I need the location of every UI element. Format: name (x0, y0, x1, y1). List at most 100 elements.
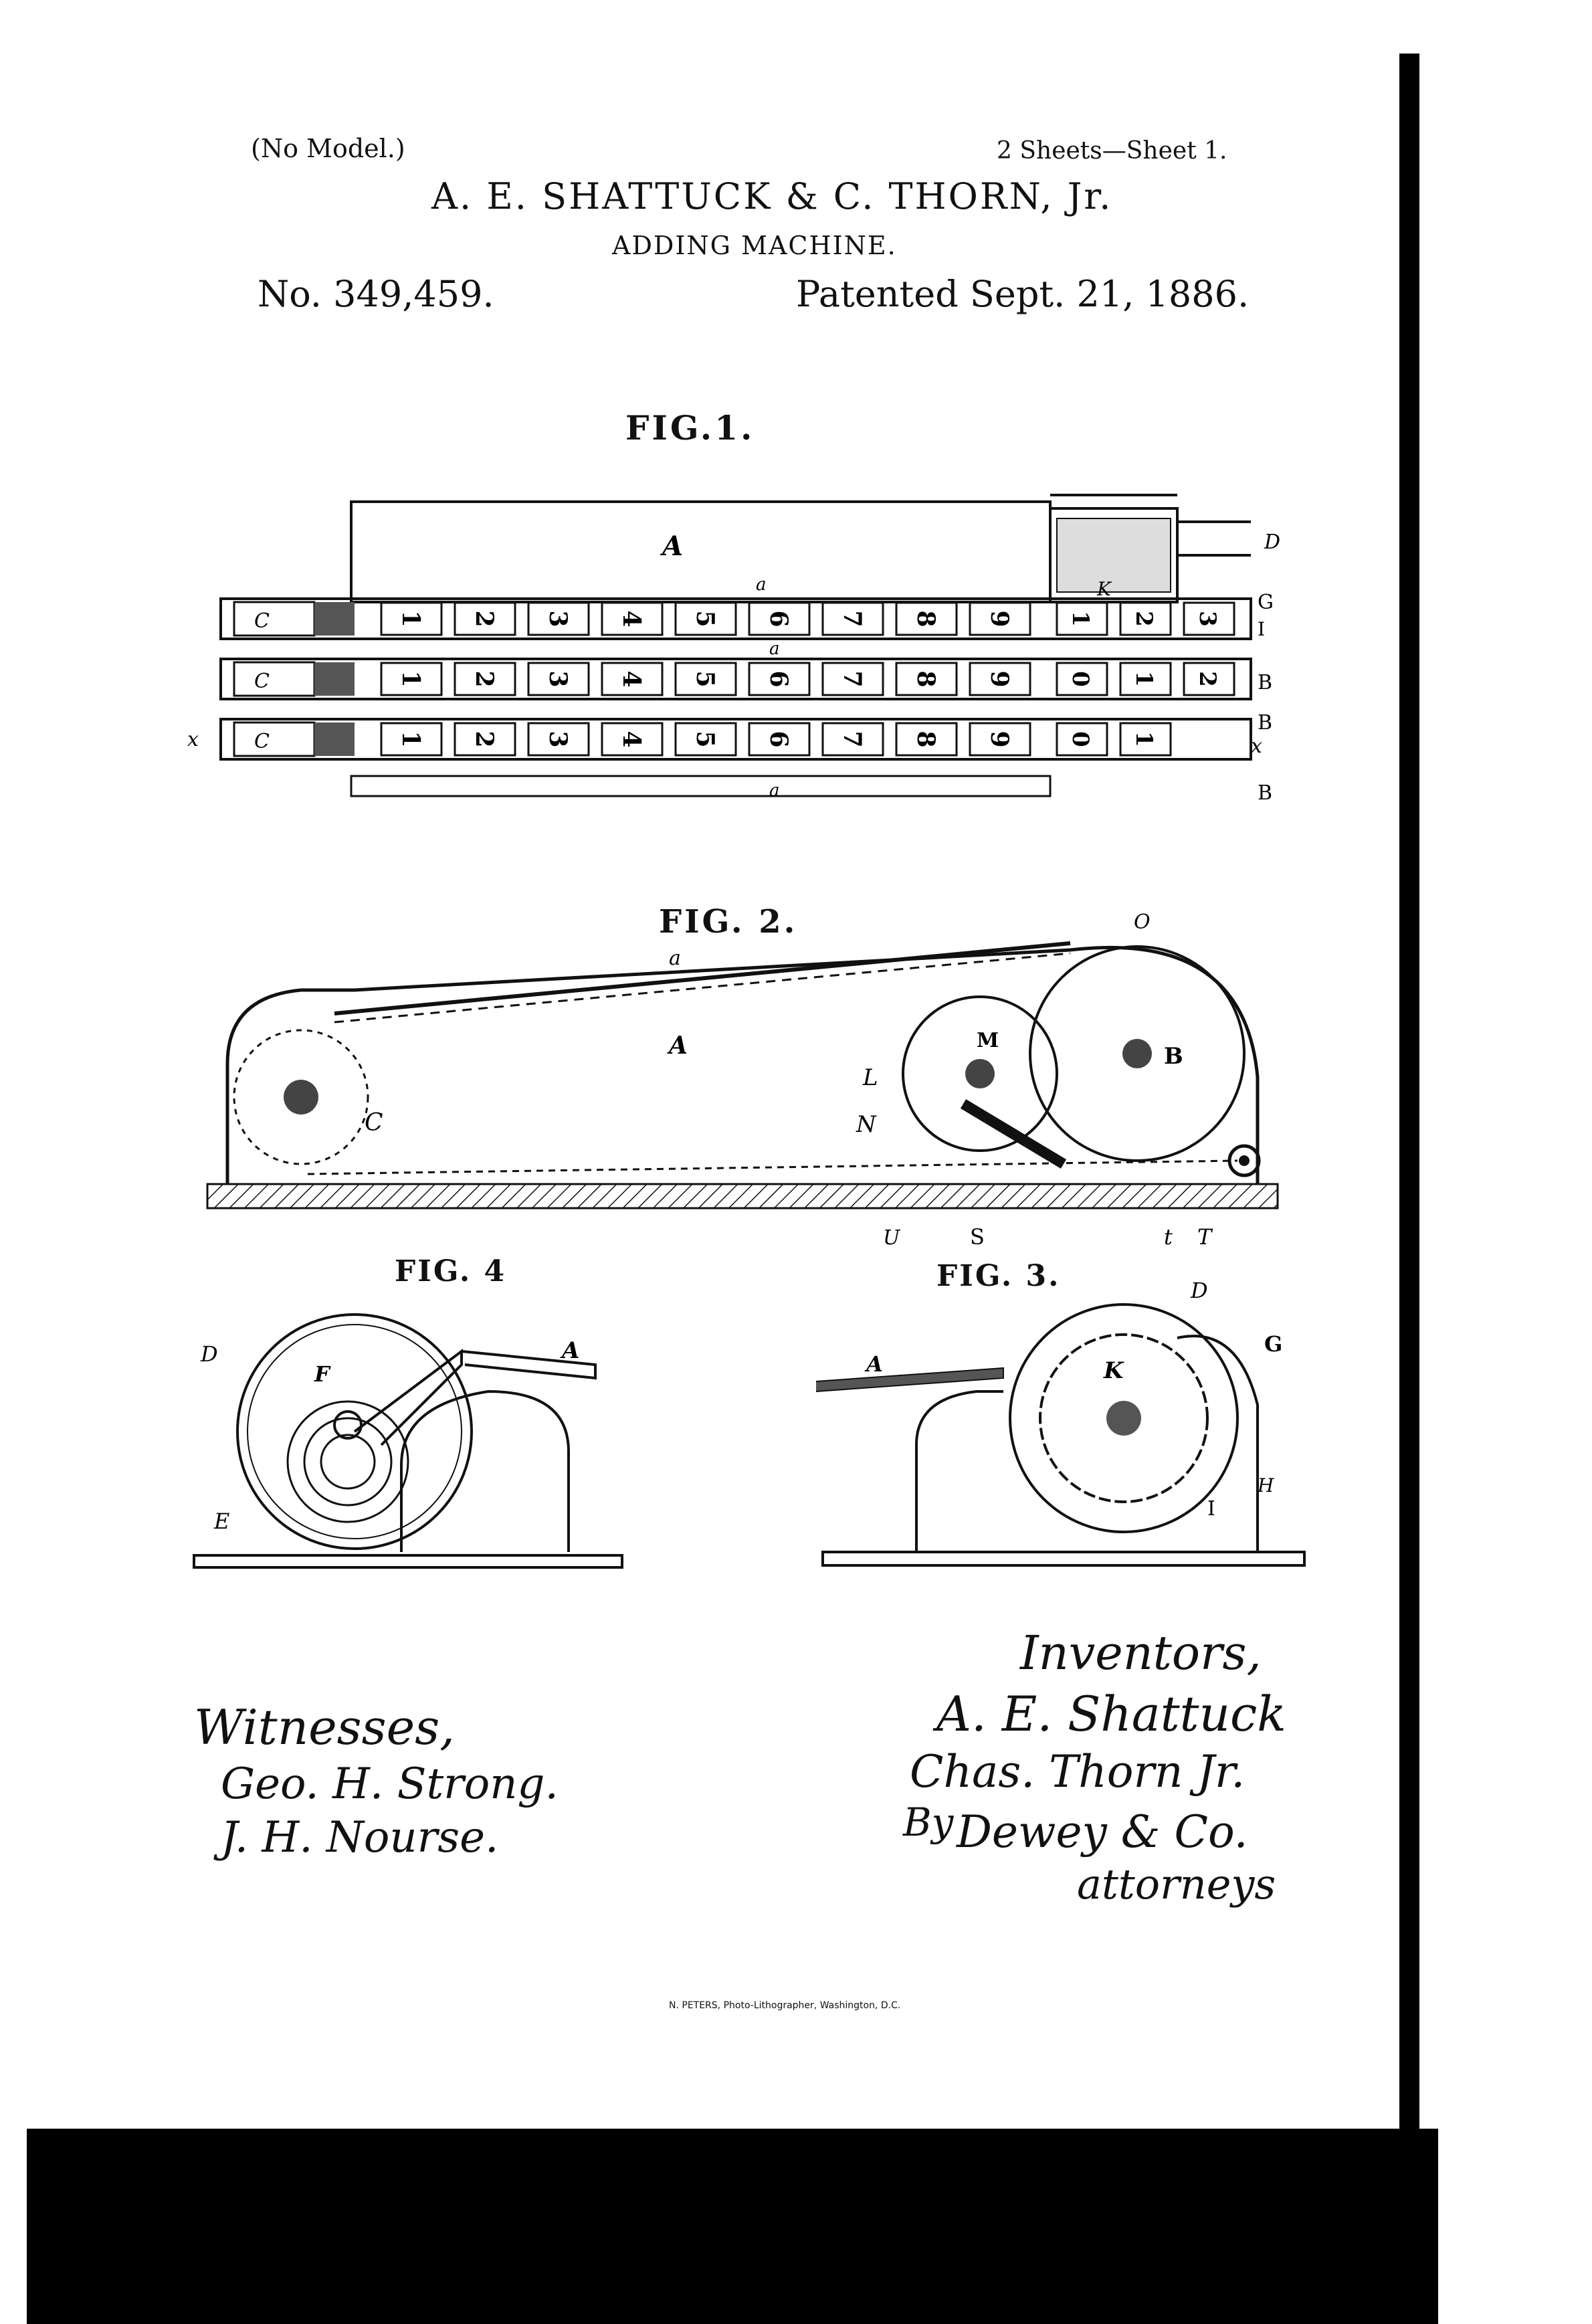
witness-2-signature: J. H. Nourse. (221, 1813, 499, 1862)
fig1-digit-cell (454, 601, 516, 636)
fig1-label-d: D (1264, 530, 1280, 554)
fig3-title: FIG. 3. (936, 1259, 1061, 1293)
fig1-digit: 9 (985, 610, 1013, 627)
fig1-wheel-cell (1119, 722, 1172, 757)
fig1-digit-cell (895, 722, 958, 757)
fig2-label-t-small: t (1164, 1224, 1173, 1250)
fig1-digit: 5 (691, 670, 719, 687)
fig1-label-c2: C (254, 670, 270, 693)
fig1-digit: 8 (912, 670, 940, 687)
fig1-digit: 9 (985, 731, 1013, 747)
fig1-wheel-cell (1056, 601, 1108, 636)
fig1-digit: 8 (912, 731, 940, 747)
fig1-label-x2: x (1251, 735, 1262, 758)
fig1-digit: 7 (838, 610, 866, 627)
fig1-digit-cell (380, 722, 443, 757)
fig1-label-b2: B (1258, 711, 1272, 735)
fig1-title: FIG.1. (625, 408, 755, 448)
fig4-label-e: E (213, 1509, 229, 1534)
fig1-digit-cell (601, 601, 664, 636)
inventor-1-signature: A. E. Shattuck (936, 1686, 1286, 1742)
fig1-digit: 7 (838, 670, 866, 687)
fig2-drawing: a A C M L N B O U S t T (206, 910, 1279, 1250)
fig1-label-k: K (1096, 578, 1112, 600)
fig1-wheel-cell (1119, 662, 1172, 696)
inventors-heading: A. E. SHATTUCK & C. THORN, Jr. (431, 175, 1113, 217)
fig3-label-k: K (1103, 1357, 1124, 1384)
fig1-digit: 6 (765, 670, 793, 687)
fig3-label-a: A (864, 1351, 883, 1377)
inventor-2-signature: Chas. Thorn Jr. (910, 1746, 1246, 1798)
sheets-note: 2 Sheets—Sheet 1. (997, 137, 1227, 165)
fig1-digit: 4 (617, 731, 645, 747)
fig1-digit: 4 (617, 670, 645, 687)
fig1-wheel-digit: 3 (1194, 611, 1221, 627)
fig1-label-i: I (1258, 618, 1265, 640)
bottom-scan-bar (27, 2129, 1438, 2324)
fig1-wheel-digit: 1 (1067, 611, 1094, 627)
fig2-label-u: U (883, 1226, 901, 1250)
fig1-label-b3: B (1258, 781, 1272, 805)
fig1-digit-cell (454, 722, 516, 757)
fig1-digit-cell (821, 722, 884, 757)
witness-1-signature: Geo. H. Strong. (221, 1759, 559, 1809)
printer-credit: N. PETERS, Photo-Lithographer, Washingto… (669, 2000, 901, 2011)
witnesses-label: Witnesses, (194, 1699, 456, 1755)
fig1-label-c1: C (254, 609, 270, 633)
fig1-digit-cell (895, 601, 958, 636)
fig1-digit-cell (969, 601, 1031, 636)
fig1-label-a-small2: a (769, 639, 780, 659)
fig1-label-x1: x (187, 728, 199, 751)
fig1-digit-cell (601, 722, 664, 757)
fig1-wheel-cell (1119, 601, 1172, 636)
fig1-digit-cell (527, 601, 590, 636)
fig1-digit: 8 (912, 610, 940, 627)
fig1-label-b1: B (1258, 671, 1272, 694)
fig1-wheel-digit: 2 (1194, 671, 1221, 687)
fig1-digit: 3 (544, 731, 572, 747)
fig1-digit: 3 (544, 670, 572, 687)
fig1-digit-cell (748, 722, 811, 757)
fig1-digit-cell (674, 722, 737, 757)
fig1-label-a-small3: a (769, 781, 780, 801)
fig1-digit-cell (674, 662, 737, 696)
fig1-digit-cell (748, 601, 811, 636)
fig1-digit-cell (380, 601, 443, 636)
model-note: (No Model.) (251, 134, 405, 163)
fig1-digit: 6 (765, 731, 793, 747)
fig3-label-d: D (1190, 1278, 1208, 1303)
patent-date: Patented Sept. 21, 1886. (796, 273, 1250, 315)
fig1-label-c3: C (254, 730, 270, 753)
fig2-label-l: L (862, 1064, 878, 1091)
fig1-wheel-cell (1056, 722, 1108, 757)
fig1-digit-cell (748, 662, 811, 696)
fig1-wheel-digit: 2 (1130, 611, 1157, 627)
fig1-digit-cell (969, 722, 1031, 757)
fig1-digit: 1 (397, 670, 425, 687)
fig1-digit-cell (601, 662, 664, 696)
fig1-digit-cell (969, 662, 1031, 696)
fig2-label-o: O (1134, 910, 1151, 934)
fig2-label-t: T (1197, 1224, 1213, 1250)
inventors-label: Inventors, (1020, 1626, 1262, 1680)
attorneys-label: attorneys (1077, 1860, 1276, 1909)
fig1-wheel-digit: 1 (1130, 731, 1157, 747)
fig1-digit-cell (380, 662, 443, 696)
fig1-wheel-cell (1183, 601, 1235, 636)
fig3-drawing: D A K G I H (815, 1278, 1306, 1567)
fig1-digit: 5 (691, 610, 719, 627)
fig1-digit: 4 (617, 610, 645, 627)
fig1-digit-cell (527, 662, 590, 696)
fig1-wheel-digit: 0 (1067, 671, 1094, 687)
right-scan-bar (1399, 54, 1419, 2324)
fig1-wheel-digit: 0 (1067, 731, 1094, 747)
fig1-digit-cell (454, 662, 516, 696)
fig1-wheel-cell (1183, 662, 1235, 696)
fig2-label-a-small: a (669, 947, 681, 970)
fig1-label-g: G (1258, 591, 1274, 614)
fig1-digit-cell (674, 601, 737, 636)
by-label: By (903, 1800, 954, 1845)
fig1-wheel-digit: 1 (1130, 671, 1157, 687)
fig2-label-m: M (977, 1029, 999, 1052)
